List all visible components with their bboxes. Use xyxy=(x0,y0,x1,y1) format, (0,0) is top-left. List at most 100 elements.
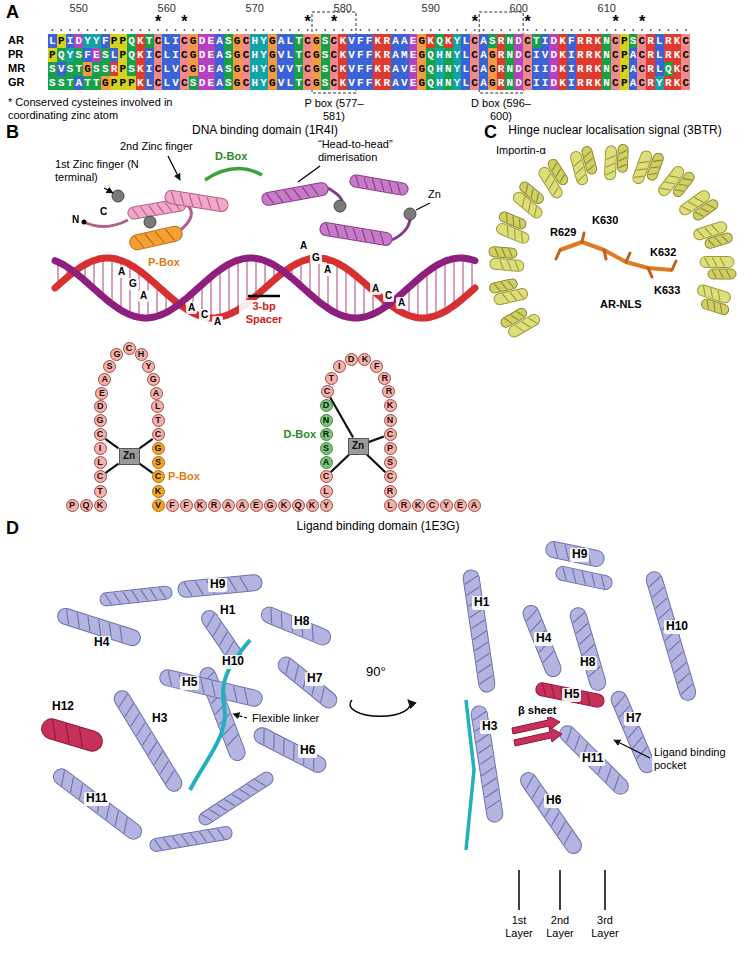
residue-circle: F xyxy=(370,360,383,373)
rotation-arrow xyxy=(350,700,410,716)
illustration-part xyxy=(548,812,563,825)
zinc-sphere xyxy=(112,190,124,202)
leader-line xyxy=(298,166,320,182)
ruler-dot xyxy=(518,29,520,31)
ruler-dot xyxy=(280,29,282,31)
residue-circle: Y xyxy=(440,499,453,512)
illustration-part xyxy=(214,199,221,211)
base-pair xyxy=(111,258,113,304)
illustration-part xyxy=(268,734,280,750)
residue: G xyxy=(101,76,110,90)
illustration-part xyxy=(701,206,709,215)
residue: K xyxy=(673,48,682,62)
residue: K xyxy=(136,34,145,48)
residue-circle: R xyxy=(320,428,333,441)
conserved-mark: * xyxy=(472,13,478,31)
illustration-part xyxy=(504,316,512,325)
residue: E xyxy=(409,34,418,48)
illustration-part xyxy=(482,778,497,787)
residue: C xyxy=(330,48,339,62)
residue: F xyxy=(356,76,365,90)
node-text: G xyxy=(154,443,161,454)
residue: R xyxy=(585,62,594,76)
residue: N xyxy=(602,62,611,76)
residue-circle: Q xyxy=(292,499,305,512)
residue: H xyxy=(250,76,259,90)
illustration-part xyxy=(625,726,641,738)
residue: K xyxy=(338,34,347,48)
ruler-dot xyxy=(465,29,467,31)
residue: C xyxy=(470,76,479,90)
base-pair xyxy=(336,263,338,313)
layer-label: 2nd Layer xyxy=(542,914,578,939)
residue: H xyxy=(250,34,259,48)
box-outline xyxy=(479,12,523,93)
residue-circle: C xyxy=(320,470,333,483)
residue: S xyxy=(224,62,233,76)
illustration-part xyxy=(203,614,218,627)
residue-circle: L xyxy=(94,456,107,469)
residue: Q xyxy=(426,48,435,62)
node-text: Q xyxy=(294,500,301,511)
residue: V xyxy=(347,34,356,48)
base-letter: A xyxy=(396,297,407,309)
helix-label: H3 xyxy=(150,712,169,726)
conserved-mark: * xyxy=(331,13,337,31)
loop xyxy=(84,220,128,227)
position-number: 560 xyxy=(158,2,176,15)
residue: Y xyxy=(453,48,462,62)
residue: D xyxy=(198,76,207,90)
node-text: D xyxy=(348,354,355,365)
illustration-part xyxy=(528,189,536,198)
illustration-part xyxy=(705,226,712,236)
residue: S xyxy=(321,48,330,62)
illustration-part xyxy=(715,236,721,245)
residue: I xyxy=(532,62,541,76)
conserved-mark: * xyxy=(304,13,310,31)
illustration-part xyxy=(499,260,504,269)
ruler-dot xyxy=(201,29,203,31)
helix-label: H9 xyxy=(570,548,589,562)
zinc-coordination-bond xyxy=(330,397,353,437)
illustration-part xyxy=(132,590,139,602)
illustration-part xyxy=(700,298,730,316)
residue: G xyxy=(312,34,321,48)
residue-circle: G xyxy=(152,442,165,455)
residue: K xyxy=(373,48,382,62)
illustration-part xyxy=(648,171,657,178)
illustration-part xyxy=(531,207,540,217)
residue: K xyxy=(444,34,453,48)
residue-circle: E xyxy=(250,499,263,512)
illustration-part xyxy=(508,280,514,289)
illustration-part xyxy=(501,281,507,290)
base-pair xyxy=(426,272,428,318)
node-text: R xyxy=(211,500,218,511)
illustration-part xyxy=(145,742,160,755)
helix-label: H9 xyxy=(208,578,227,592)
residue: F xyxy=(356,34,365,48)
residue: N xyxy=(505,76,514,90)
illustration-part xyxy=(543,174,553,183)
illustration-part xyxy=(149,826,233,853)
illustration-part xyxy=(351,228,358,240)
residue: P xyxy=(118,76,127,90)
residue-circle: C xyxy=(94,428,107,441)
illustration-part xyxy=(554,169,563,177)
residue: G xyxy=(233,76,242,90)
terminus-dot xyxy=(82,220,87,225)
node-text: H xyxy=(138,349,145,360)
illustration-part xyxy=(157,203,164,214)
illustration-part xyxy=(225,735,240,746)
residue: K xyxy=(426,34,435,48)
illustration-part xyxy=(114,592,121,604)
residue: C xyxy=(303,48,312,62)
residue: T xyxy=(145,34,154,48)
residue: I xyxy=(541,34,550,48)
residue: G xyxy=(417,76,426,90)
base-letter: C xyxy=(199,309,210,321)
residue: G xyxy=(417,34,426,48)
residue-circle: I xyxy=(333,360,346,373)
illustration-part xyxy=(618,164,626,169)
base-letter: A xyxy=(370,283,381,295)
illustration-part xyxy=(378,232,385,244)
